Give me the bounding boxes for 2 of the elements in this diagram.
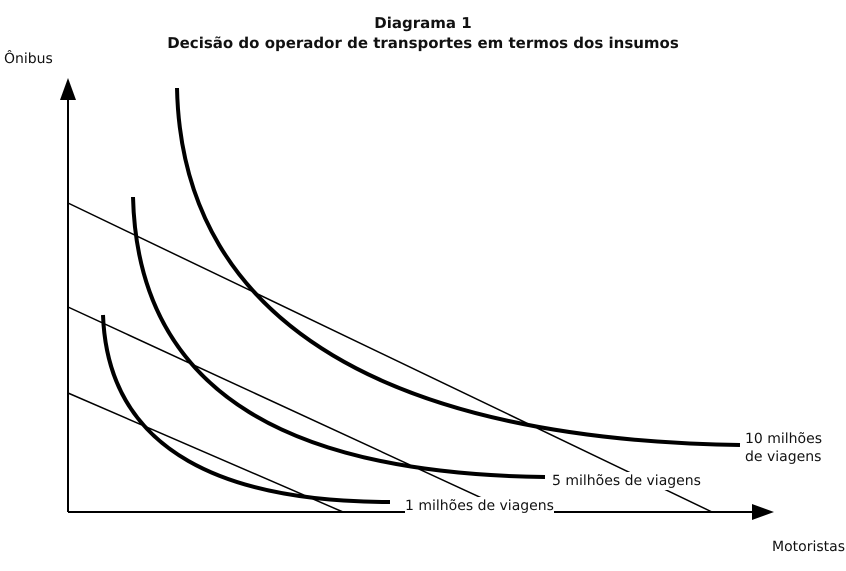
curve-label: 5 milhões de viagens xyxy=(552,472,701,490)
curve-label: 1 milhões de viagens xyxy=(405,497,554,515)
